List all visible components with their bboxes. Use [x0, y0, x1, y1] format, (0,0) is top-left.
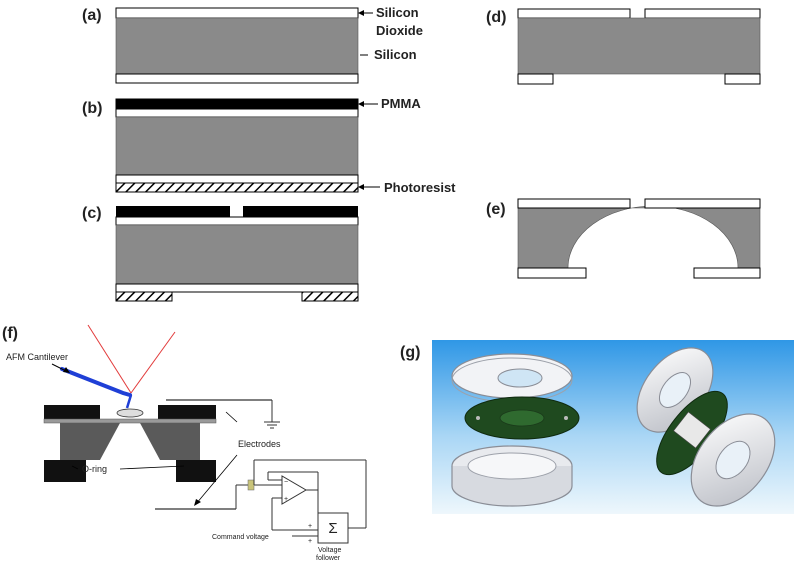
op-amp-plus: +	[284, 496, 288, 503]
membrane-pore	[116, 408, 144, 418]
arrow-oring	[119, 465, 185, 470]
arrow-oring	[71, 465, 79, 470]
pmma-layer	[115, 98, 359, 110]
panel-e-label: (e)	[486, 201, 506, 218]
bottom-disk-window	[715, 440, 751, 480]
panel-c: (c)	[82, 205, 359, 302]
arrow-head	[358, 184, 364, 190]
top-clamp-right	[158, 405, 216, 419]
silicon-wafer	[115, 17, 359, 75]
afm-tip	[125, 394, 133, 409]
oxide-layer-bottom	[115, 174, 359, 184]
top-clamp-left	[44, 405, 100, 419]
sum-plus-bottom: +	[308, 538, 312, 545]
bottom-holder-inner	[467, 452, 557, 480]
panel-e: (e)	[486, 198, 761, 279]
oring-left	[44, 460, 86, 482]
pmma-layer-right	[243, 206, 358, 217]
oxide-layer-bottom-right	[693, 267, 761, 279]
sum-symbol: Σ	[328, 520, 337, 537]
oxide-layer-top	[115, 7, 359, 19]
pmma-layer-left	[116, 206, 230, 217]
exploded-assembly-left	[451, 353, 580, 507]
mounting-hole	[564, 416, 568, 420]
panel-f-label: (f)	[2, 325, 18, 342]
oxide-layer-top	[115, 216, 359, 226]
panel-a-label: (a)	[82, 7, 102, 24]
oring-label: O-ring	[82, 464, 107, 474]
panel-f: (f) AFM Cantilever O-ring El	[2, 324, 367, 562]
pcb-chip-mark	[673, 411, 711, 449]
panel-b: (b) PMMA Photoresist	[82, 96, 456, 195]
laser-beam-reflected	[130, 331, 176, 394]
membrane-chip-area	[499, 409, 545, 427]
arrow-electrode-bottom	[195, 454, 238, 505]
afm-cantilever	[60, 367, 132, 397]
photoresist-layer	[115, 182, 359, 193]
electrodes-label: Electrodes	[238, 439, 281, 449]
panel-a: (a) Silicon Dioxide Silicon	[82, 5, 423, 84]
silicon-dioxide-label-line2: Dioxide	[376, 23, 423, 38]
pmma-label: PMMA	[381, 96, 421, 111]
photoresist-label: Photoresist	[384, 180, 456, 195]
oxide-layer-bottom	[115, 73, 359, 84]
oxide-layer-bottom-left	[517, 73, 554, 85]
silicon-wafer	[517, 17, 761, 75]
afm-cantilever-label: AFM Cantilever	[6, 352, 68, 362]
oring-right	[176, 460, 216, 482]
op-amp-minus: −	[284, 479, 288, 486]
oxide-layer-top-left	[517, 8, 631, 19]
silicon-label: Silicon	[374, 47, 417, 62]
panel-g-label: (g)	[400, 344, 420, 361]
panel-d: (d)	[486, 8, 761, 85]
membrane-chip	[43, 418, 217, 424]
arrow-electrode-top	[225, 411, 238, 423]
panel-g: (g)	[400, 340, 794, 514]
voltage-follower-label-line2: follower	[316, 555, 341, 562]
oxide-layer-bottom-left	[517, 267, 587, 279]
arrow-head	[358, 10, 364, 16]
arrow-head	[63, 367, 70, 373]
summing-junction	[317, 512, 349, 544]
resistor	[247, 479, 255, 491]
silicon-wafer	[115, 116, 359, 176]
photoresist-right	[301, 291, 359, 302]
panel-d-label: (d)	[486, 9, 506, 26]
exploded-assembly-right	[636, 347, 776, 507]
mounting-hole	[476, 416, 480, 420]
oxide-membrane-left	[517, 198, 631, 209]
photoresist-left	[115, 291, 173, 302]
oxide-layer-top	[115, 108, 359, 118]
oxide-layer-bottom-right	[724, 73, 761, 85]
arrow-head	[194, 499, 201, 506]
top-holder-window	[497, 368, 543, 388]
voltage-follower-label-line1: Voltage	[318, 547, 341, 554]
oxide-layer-top-right	[644, 8, 761, 19]
silicon-dioxide-label-line1: Silicon	[376, 5, 419, 20]
panel-b-label: (b)	[82, 100, 102, 117]
oxide-layer-bottom	[115, 283, 359, 293]
oxide-membrane-right	[644, 198, 761, 209]
command-voltage-label: Command voltage	[212, 534, 269, 541]
top-disk-window	[658, 372, 692, 408]
etched-silicon	[517, 205, 761, 269]
silicon-wafer	[115, 224, 359, 285]
chip-support-left	[60, 423, 120, 460]
sum-plus-top: +	[308, 523, 312, 530]
panel-c-label: (c)	[82, 205, 102, 222]
arrow-head	[358, 101, 364, 107]
op-amp	[281, 475, 307, 505]
laser-beam-incident	[87, 324, 132, 394]
chip-support-right	[140, 423, 200, 460]
